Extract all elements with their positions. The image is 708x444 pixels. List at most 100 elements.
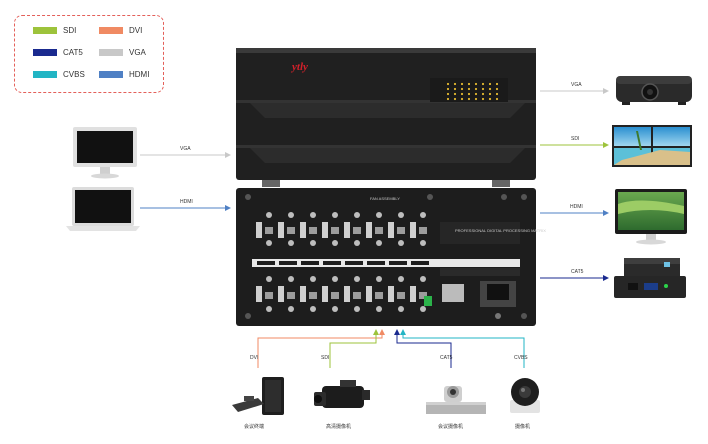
front-led [467,97,471,101]
legend-item-cvbs: CVBS [33,70,85,79]
front-led [446,97,450,101]
rj45-port [331,227,339,234]
legend-item-vga: VGA [99,48,146,57]
rj45-port [265,292,273,299]
slot-label-tag [345,261,363,265]
front-led [460,92,464,96]
dvi-port [366,286,372,302]
front-led [474,82,478,86]
rj45-port [309,292,317,299]
vga-output-label: VGA [571,82,582,88]
legend-label-vga: VGA [129,48,146,57]
sdi-input-label: SDI [321,355,330,361]
rj45-port [353,227,361,234]
front-led [488,92,492,96]
front-led [488,97,492,101]
bnc-port [354,276,360,282]
legend-swatch-dvi [99,27,123,34]
legend-swatch-hdmi [99,71,123,78]
cvbs-input-label: CVBS [514,355,528,361]
device-dome-camera-name: 摄像机 [515,424,531,430]
legend-label-cat5: CAT5 [63,48,83,57]
bnc-port [332,276,338,282]
bnc-port [420,240,426,246]
conference-camera-icon [426,386,486,414]
bnc-port [376,240,382,246]
front-led [467,92,471,96]
bnc-port [354,240,360,246]
front-led [453,97,457,101]
hdmi-display-icon [615,189,687,245]
rj45-port [353,292,361,299]
device-hd-camcorder-name: 高清摄像机 [326,424,352,430]
cvbs-input-line [400,329,525,368]
front-led [488,82,492,86]
dvi-port [344,286,350,302]
front-led-panel [430,78,508,102]
dvi-port [388,222,394,238]
front-led [495,92,499,96]
matrix-rear-chassis [236,188,536,326]
slot-label-tag [389,261,407,265]
legend-label-cvbs: CVBS [63,70,85,79]
fan-assembly-label: FAN ASSEMBLY [370,196,400,201]
rj45-port [265,227,273,234]
front-led [495,97,499,101]
slot-label-tag [301,261,319,265]
bnc-port [354,306,360,312]
slot-label-tag [279,261,297,265]
hdmi-output-label: HDMI [570,204,583,210]
dvi-port [278,286,284,302]
rear-panel-label: PROFESSIONAL DIGITAL PROCESSING MATRIX [455,228,546,233]
slot-label-tag [257,261,275,265]
bnc-port [376,212,382,218]
cat5-input-line [394,329,452,368]
bnc-port [420,276,426,282]
bnc-port [288,240,294,246]
dvi-port [278,222,284,238]
dome-camera-icon [510,378,540,413]
laptop-icon [66,187,140,231]
legend-box: SDI DVI CAT5 VGA CVBS HDMI [14,15,164,93]
matrix-upper-chassis [236,48,536,187]
dvi-port [300,222,306,238]
dvi-port [300,286,306,302]
dvi-input-label: DVI [250,355,259,361]
dvi-port [388,286,394,302]
dvi-port [410,286,416,302]
front-led [481,92,485,96]
front-led [460,82,464,86]
front-led [460,97,464,101]
desktop-monitor-icon [73,127,137,179]
rj45-port [375,227,383,234]
bnc-port [310,276,316,282]
slot-label-tag [323,261,341,265]
front-led [488,87,492,91]
bnc-port [376,276,382,282]
sdi-output-label: SDI [571,136,580,142]
slot-label-tag [411,261,429,265]
bnc-port [332,306,338,312]
dvi-port [322,222,328,238]
legend-item-cat5: CAT5 [33,48,83,57]
dvi-input-line [257,329,385,368]
dvi-port [344,222,350,238]
bnc-port [310,306,316,312]
dvi-port [410,222,416,238]
rj45-port [375,292,383,299]
dvi-port [256,286,262,302]
front-led [495,82,499,86]
front-led [446,87,450,91]
rj45-port [287,227,295,234]
device-conference-terminal-name: 会议终端 [244,424,265,430]
rj45-port [331,292,339,299]
vga-input-label: VGA [180,146,191,152]
bnc-port [398,212,404,218]
legend-label-sdi: SDI [63,26,77,35]
front-led [453,87,457,91]
front-led [474,97,478,101]
front-led [467,87,471,91]
front-led [453,82,457,86]
bnc-port [310,240,316,246]
